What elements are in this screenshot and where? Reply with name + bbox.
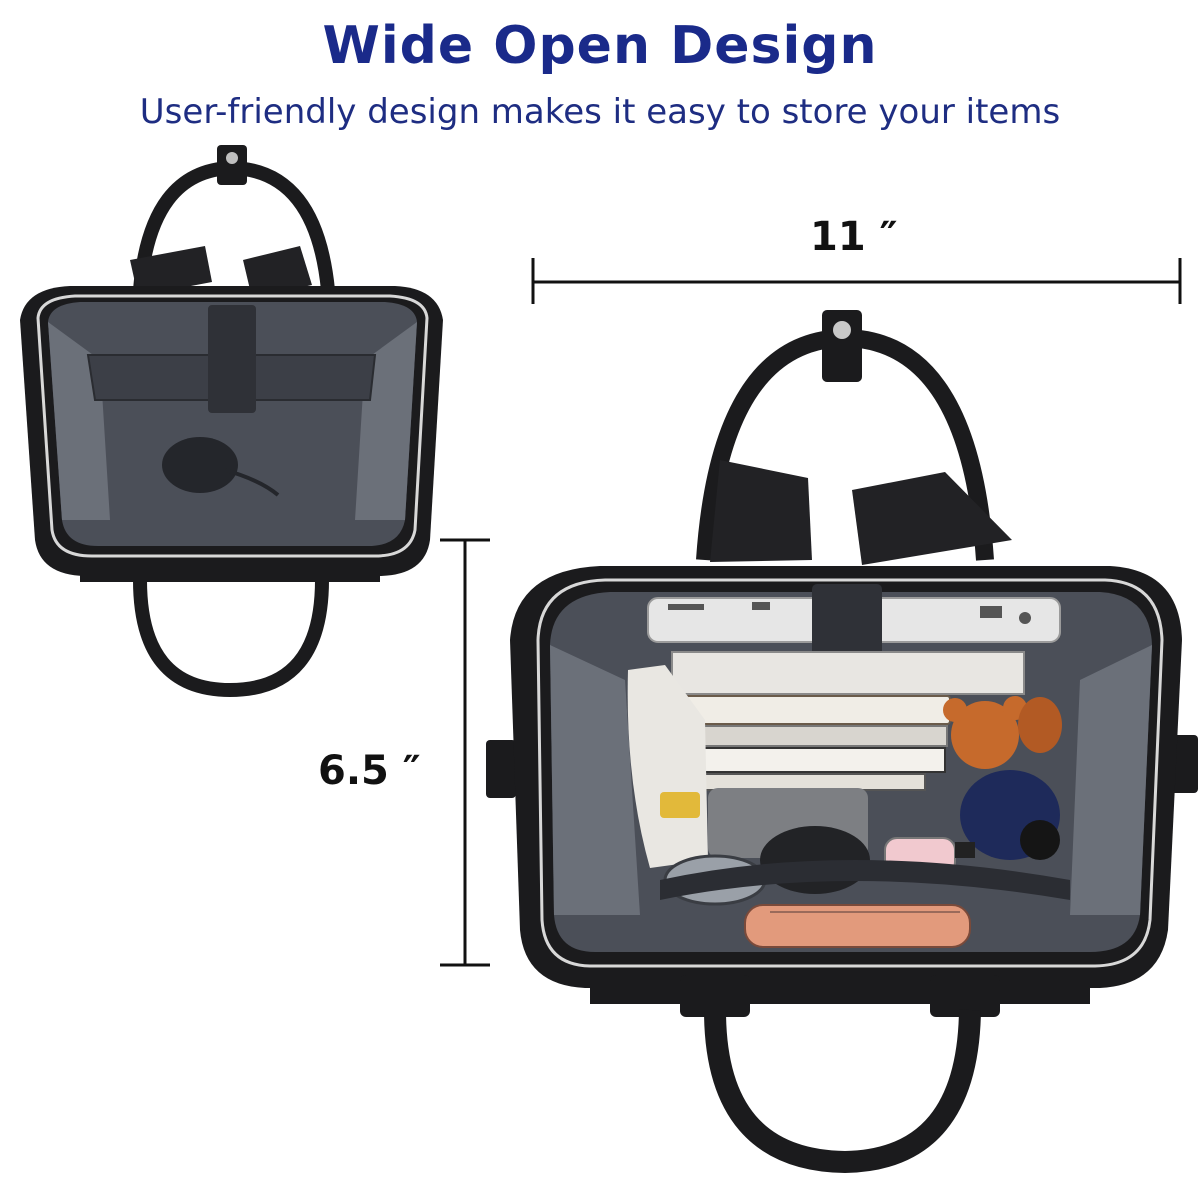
right-snap-button [833, 321, 851, 339]
height-dimension-line [440, 538, 490, 967]
wallet [744, 904, 971, 948]
left-zipper-trim [36, 294, 429, 558]
left-bottom-handle [133, 579, 329, 698]
right-handle-tab [822, 310, 862, 382]
width-dimension-line [531, 258, 1182, 304]
notebook-5 [704, 773, 926, 791]
left-shoulder-strap-1 [130, 246, 212, 296]
front-pocket [660, 860, 1070, 900]
empty-backpack-image [20, 145, 443, 698]
teddy-bear [951, 701, 1019, 769]
right-bottom-handle [704, 1009, 981, 1174]
notebook-3 [684, 725, 948, 747]
right-laptop-strap [812, 584, 882, 664]
left-usb-cable [162, 437, 238, 493]
left-snap-button [226, 152, 238, 164]
yellow-tag [660, 792, 700, 818]
right-shoulder-strap-1 [710, 460, 812, 562]
packed-backpack-image [486, 310, 1198, 1174]
subheadline: User-friendly design makes it easy to st… [139, 92, 1061, 132]
left-laptop-strap [208, 305, 256, 413]
left-handle-tab [217, 145, 247, 185]
right-shoulder-strap-2 [852, 472, 1012, 565]
right-zipper-trim [536, 578, 1164, 968]
height-dimension-label: 6.5 ″ [318, 748, 421, 794]
notebook-1 [671, 651, 1025, 695]
headline: Wide Open Design [322, 16, 878, 76]
left-shoulder-strap-2 [243, 246, 312, 298]
notebook-2 [679, 695, 951, 725]
notebook-4 [699, 747, 946, 773]
width-dimension-label: 11 ″ [810, 214, 898, 260]
